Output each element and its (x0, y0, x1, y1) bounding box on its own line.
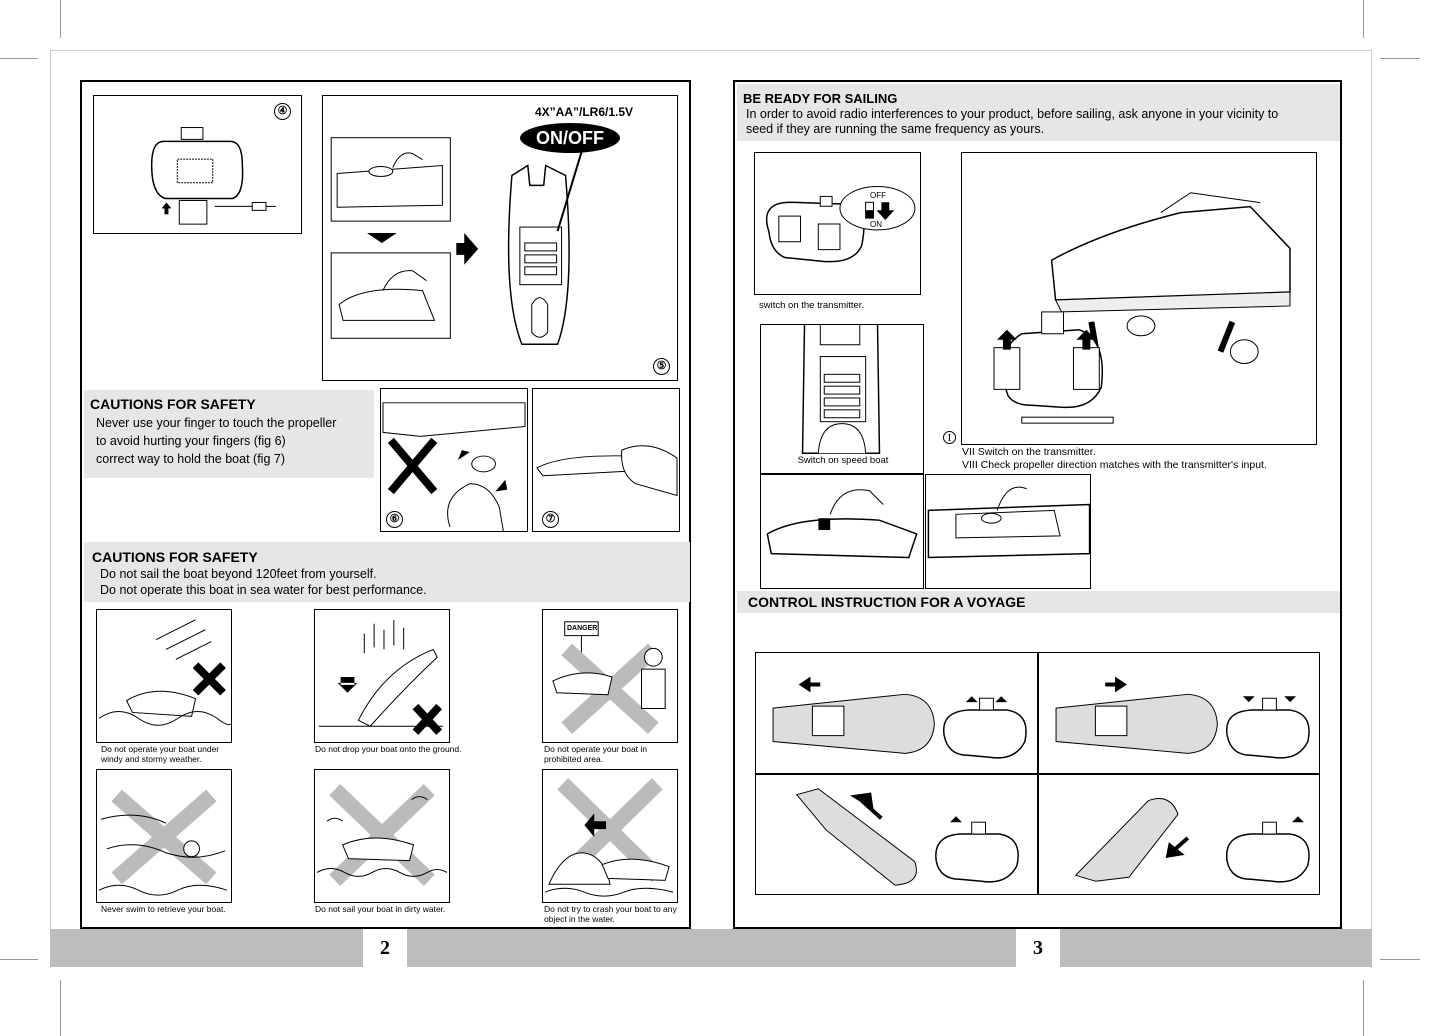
steps-text: VII Switch on the transmitter. VIII Chec… (962, 446, 1267, 472)
figure-7-number: ⑦ (542, 511, 559, 528)
transmitter-switch-illustration (765, 186, 916, 263)
right-page-frame: BE READY FOR SAILING In order to avoid r… (733, 80, 1342, 929)
control-band (737, 591, 1340, 613)
roman-one-badge: I (943, 431, 956, 444)
switch-off-label: OFF (870, 191, 886, 200)
figure-open-hatch (760, 474, 924, 589)
figure-6-wrong-hold: ⑥ (380, 388, 528, 532)
caution-2-line: Do not sail the boat beyond 120feet from… (100, 567, 377, 581)
figure-propeller-direction (961, 152, 1317, 445)
warning-stormy-weather (96, 609, 232, 743)
figure-4-transmitter-battery: ④ (93, 95, 302, 234)
step-line: VIII Check propeller direction matches w… (962, 459, 1267, 471)
crop-mark (60, 0, 61, 38)
transmitter-battery-illustration (150, 127, 276, 225)
warning-crash-object (542, 769, 678, 903)
dropping-boat-illustration (318, 619, 444, 735)
caution-1-heading: CAUTIONS FOR SAFETY (90, 396, 256, 412)
figure-switch-transmitter: OFF ON (754, 152, 921, 295)
control-reverse (1038, 774, 1320, 895)
crop-mark (60, 980, 61, 1036)
figure-5-boat-battery: 4X”AA”/LR6/1.5V ⑤ (322, 95, 678, 381)
crop-mark (1380, 959, 1420, 960)
caution-band-2 (84, 542, 690, 602)
switch-transmitter-caption: switch on the transmitter. (759, 300, 865, 311)
control-turn-right (1038, 652, 1320, 774)
on-off-callout: ON/OFF (520, 123, 620, 153)
ready-line: In order to avoid radio interferences to… (746, 107, 1279, 121)
crop-mark (0, 58, 38, 59)
figure-5-number: ⑤ (653, 358, 670, 375)
warning-caption: Do not drop your boat onto the ground. (315, 744, 462, 754)
trim-line (50, 50, 1372, 51)
turn-left-illustration (772, 676, 1027, 759)
reverse-illustration (1074, 797, 1310, 883)
ready-heading: BE READY FOR SAILING (743, 91, 898, 106)
holding-boat-illustration (536, 445, 678, 497)
warning-drop-ground (314, 609, 450, 743)
figure-switch-boat: Switch on speed boat (760, 324, 924, 474)
prohibited-area-illustration (552, 621, 666, 735)
open-hatch-illustration (766, 489, 918, 559)
caution-1-line: Never use your finger to touch the prope… (96, 416, 337, 430)
step-line: VII Switch on the transmitter. (962, 446, 1096, 458)
warning-caption: Never swim to retrieve your boat. (101, 904, 226, 914)
page-number-left: 2 (363, 929, 407, 967)
danger-sign: DANGER (567, 625, 598, 632)
caution-1-line: correct way to hold the boat (fig 7) (96, 452, 285, 466)
crop-mark (0, 959, 38, 960)
figure-7-correct-hold: ⑦ (532, 388, 680, 532)
warning-dirty-water (314, 769, 450, 903)
control-turn-left (755, 652, 1038, 774)
control-forward (755, 774, 1038, 895)
trim-line (50, 50, 51, 968)
switch-boat-caption: Switch on speed boat (797, 455, 889, 466)
boat-battery-switch-illustration (801, 325, 881, 455)
caution-1-line: to avoid hurting your fingers (fig 6) (96, 434, 286, 448)
caution-2-line: Do not operate this boat in sea water fo… (100, 583, 427, 597)
warning-prohibited-area: DANGER (542, 609, 678, 743)
page-number-right: 3 (1016, 929, 1060, 967)
boat-battery-compartment-illustration (330, 137, 585, 345)
close-hatch-illustration (927, 486, 1090, 559)
caution-2-heading: CAUTIONS FOR SAFETY (92, 549, 258, 565)
control-heading: CONTROL INSTRUCTION FOR A VOYAGE (748, 594, 1026, 610)
figure-4-number: ④ (274, 103, 291, 120)
warning-never-swim (96, 769, 232, 903)
crop-mark (1380, 58, 1420, 59)
figure-6-number: ⑥ (386, 511, 403, 528)
propeller-direction-illustration (993, 192, 1291, 424)
left-page-frame: ④ 4X”AA”/LR6/1.5V ⑤ ON/OFF CAUTIONS FOR … (80, 80, 691, 929)
battery-spec-label: 4X”AA”/LR6/1.5V (535, 105, 634, 119)
stormy-weather-illustration (98, 619, 231, 726)
forward-illustration (795, 788, 1019, 886)
crash-object-illustration (544, 778, 674, 897)
warning-caption: Do not sail your boat in dirty water. (315, 904, 446, 914)
trim-line (1371, 50, 1372, 968)
ready-band (737, 84, 1340, 141)
dirty-water-illustration (316, 784, 448, 887)
turn-right-illustration (1055, 676, 1310, 759)
crop-mark (1363, 980, 1364, 1036)
switch-on-label: ON (870, 220, 882, 229)
finger-propeller-illustration (382, 402, 526, 531)
ready-line: seed if they are running the same freque… (746, 122, 1045, 136)
swimmer-illustration (98, 789, 228, 896)
figure-close-hatch (925, 474, 1091, 589)
caution-band-1 (84, 390, 374, 478)
crop-mark (1363, 0, 1364, 38)
